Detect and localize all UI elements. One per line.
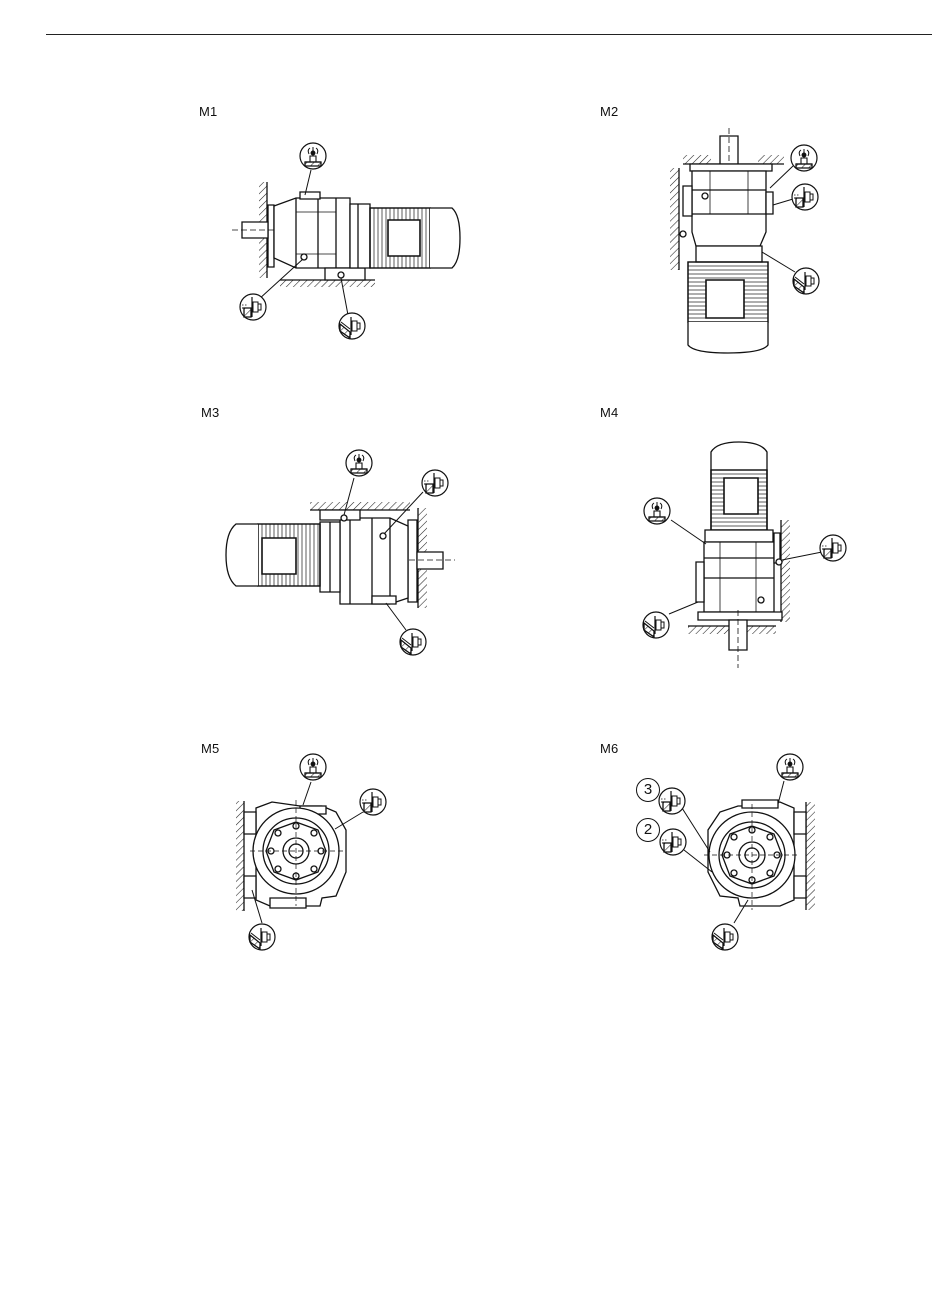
oil-level-symbol-icon (240, 294, 266, 320)
view-m5 (236, 782, 363, 923)
view-m4 (669, 442, 822, 668)
view-m1 (232, 170, 460, 315)
breather-symbol-icon (300, 143, 326, 169)
view-m6 (682, 781, 815, 923)
view-m3 (226, 478, 455, 630)
view-m2 (670, 128, 795, 353)
oil-drain-symbol-icon (339, 313, 365, 339)
